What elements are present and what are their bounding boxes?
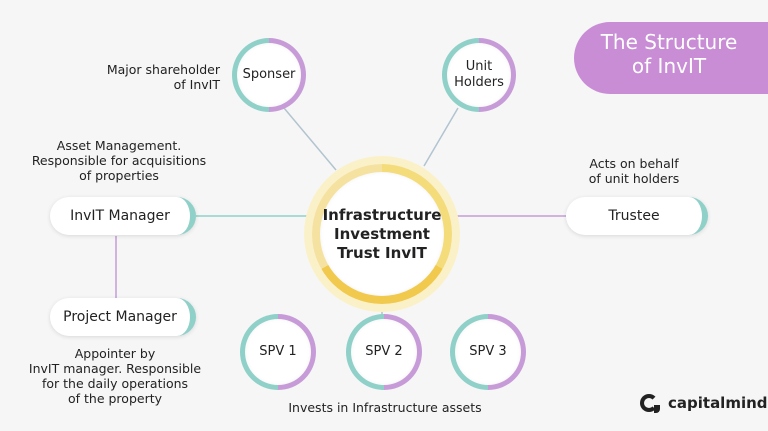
trustee-note-line-1: Acts on behalf bbox=[589, 156, 679, 171]
invit-manager-pill: InvIT Manager bbox=[50, 197, 196, 235]
center-node: Infrastructure Investment Trust InvIT bbox=[312, 164, 452, 304]
spv-2-label: SPV 2 bbox=[365, 344, 403, 359]
sponser-note-line-1: Major shareholder bbox=[106, 62, 220, 77]
unit-holders-label-1: Unit bbox=[465, 59, 493, 74]
manager-note-line-2: Responsible for acquisitions bbox=[31, 153, 207, 168]
manager-note-line-3: of properties bbox=[79, 168, 159, 183]
project-manager-label: Project Manager bbox=[63, 309, 177, 325]
trustee-pill: Trustee bbox=[566, 197, 708, 235]
spv-3-node: SPV 3 bbox=[450, 314, 526, 390]
title-badge: The Structure of InvIT bbox=[574, 22, 768, 94]
invit-manager-label: InvIT Manager bbox=[70, 208, 170, 224]
project-manager-pill: Project Manager bbox=[50, 298, 196, 336]
title-line-1: The Structure bbox=[600, 30, 738, 54]
capitalmind-logo-icon bbox=[640, 394, 660, 413]
brand-name: capitalmind bbox=[668, 394, 768, 412]
trustee-label: Trustee bbox=[608, 208, 660, 224]
center-line-3: Trust InvIT bbox=[337, 243, 427, 262]
center-line-1: Infrastructure bbox=[322, 205, 442, 224]
title-line-2: of InvIT bbox=[631, 54, 707, 78]
project-note-line-2: InvIT manager. Responsible bbox=[28, 361, 202, 376]
unit-holders-node: Unit Holders bbox=[442, 38, 516, 112]
sponser-label: Sponser bbox=[242, 67, 296, 82]
project-note-line-3: for the daily operations bbox=[41, 376, 189, 391]
center-line-2: Investment bbox=[334, 224, 430, 243]
spv-3-label: SPV 3 bbox=[469, 344, 507, 359]
line-unit-holders bbox=[423, 107, 459, 167]
unit-holders-label-2: Holders bbox=[454, 75, 504, 90]
brand-logo: capitalmind bbox=[640, 394, 768, 413]
spv-1-label: SPV 1 bbox=[259, 344, 297, 359]
trustee-note: Acts on behalf of unit holders bbox=[574, 156, 694, 186]
spv-note: Invests in Infrastructure assets bbox=[288, 400, 482, 415]
sponser-note-line-2: of InvIT bbox=[173, 77, 220, 92]
project-note-line-1: Appointer by bbox=[74, 346, 156, 361]
project-note-line-4: of the property bbox=[67, 391, 163, 406]
line-sponser bbox=[283, 107, 337, 171]
sponser-note: Major shareholder of InvIT bbox=[60, 62, 220, 92]
spv-1-node: SPV 1 bbox=[240, 314, 316, 390]
manager-note: Asset Management. Responsible for acquis… bbox=[24, 138, 214, 183]
manager-note-line-1: Asset Management. bbox=[56, 138, 182, 153]
trustee-note-line-2: of unit holders bbox=[588, 171, 680, 186]
project-manager-note: Appointer by InvIT manager. Responsible … bbox=[20, 346, 210, 406]
sponser-node: Sponser bbox=[232, 38, 306, 112]
spv-2-node: SPV 2 bbox=[346, 314, 422, 390]
